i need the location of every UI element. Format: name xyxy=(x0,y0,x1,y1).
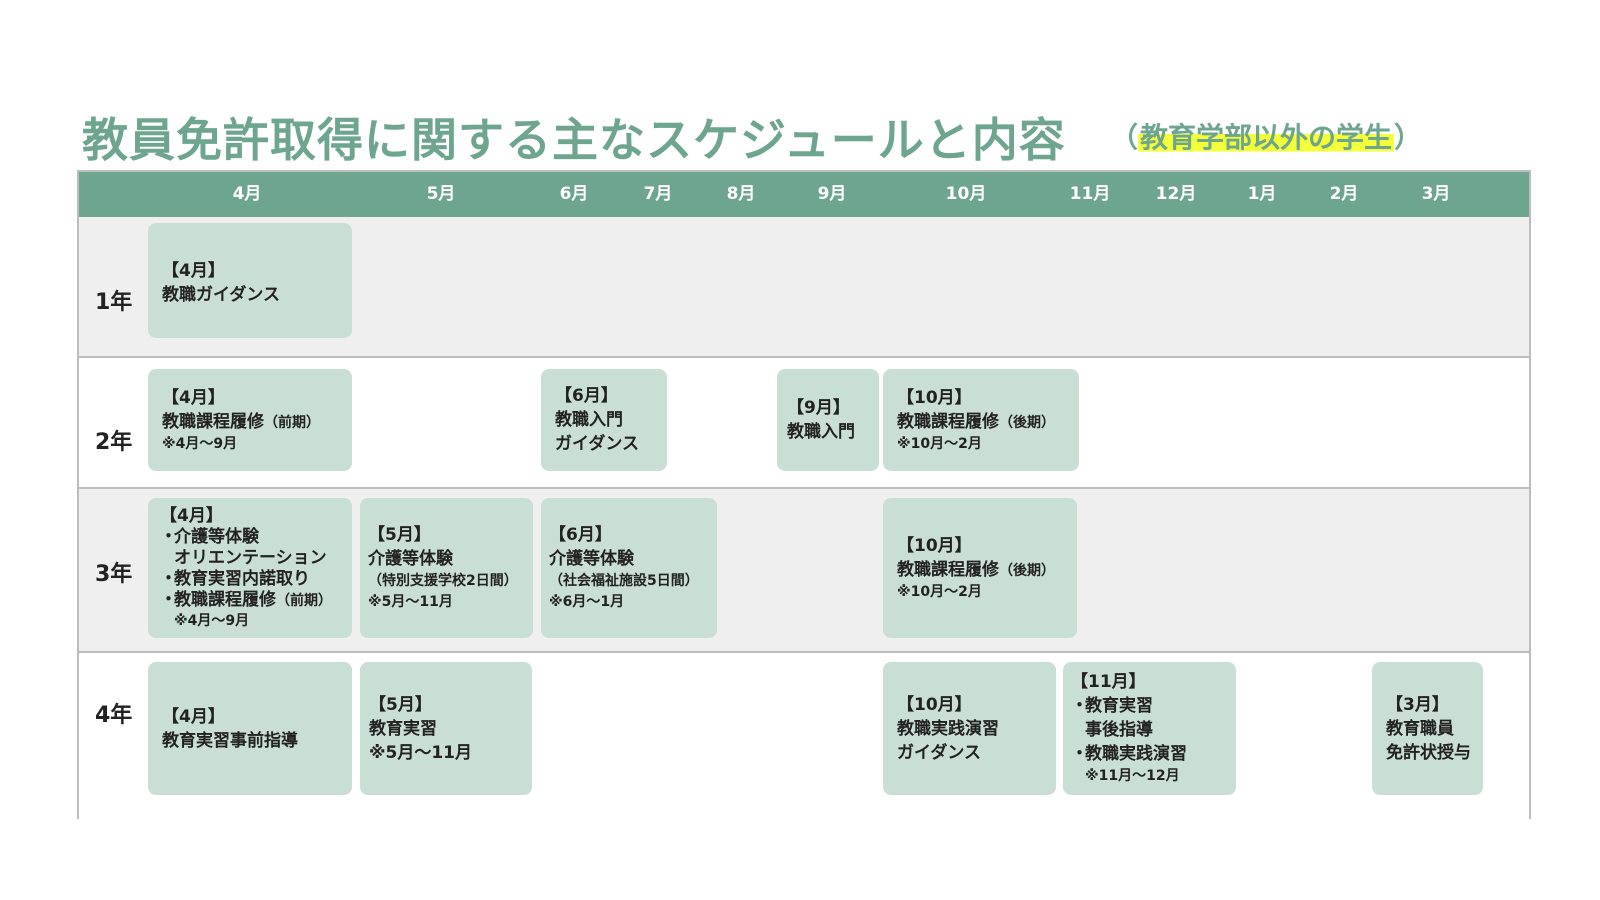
card-bullet-item: ・教職課程履修（前期） xyxy=(160,589,332,610)
month-sep: 9月 xyxy=(817,184,847,204)
card-y4-apr: 【4月】 教育実習事前指導 xyxy=(148,662,352,795)
card-y4-nov: 【11月】 ・教育実習 事後指導 ・教職実践演習 ※11月〜12月 xyxy=(1063,662,1236,795)
card-detail: （特別支援学校2日間） xyxy=(368,573,518,589)
card-title: 【5月】 xyxy=(369,694,432,715)
card-y1-apr: 【4月】 教職ガイダンス xyxy=(148,223,352,338)
card-y3-apr: 【4月】 ・介護等体験 オリエンテーション ・教育実習内諾取り ・教職課程履修（… xyxy=(148,498,352,638)
card-bullet-item: ・教育実習 xyxy=(1071,696,1153,716)
card-line: 教職入門 xyxy=(555,410,623,430)
card-line: 介護等体験 xyxy=(368,549,453,569)
card-note: ※4月〜9月 xyxy=(174,612,250,629)
row-year-4: 4年 【4月】 教育実習事前指導 【5月】 教育実習 ※5月〜11月 【10月】… xyxy=(79,653,1529,819)
card-y4-oct: 【10月】 教職実践演習 ガイダンス xyxy=(883,662,1056,795)
month-apr: 4月 xyxy=(232,184,262,204)
card-note: ※10月〜2月 xyxy=(897,435,982,452)
card-y3-oct: 【10月】 教職課程履修（後期） ※10月〜2月 xyxy=(883,498,1077,638)
row-year-1: 1年 【4月】 教職ガイダンス xyxy=(79,217,1529,358)
card-y3-may: 【5月】 介護等体験 （特別支援学校2日間） ※5月〜11月 xyxy=(360,498,533,638)
card-title: 【6月】 xyxy=(549,525,612,545)
month-jan: 1月 xyxy=(1247,184,1277,204)
card-line: 教職課程履修（前期） xyxy=(162,411,320,432)
card-y3-jun: 【6月】 介護等体験 （社会福祉施設5日間） ※6月〜1月 xyxy=(541,498,717,638)
card-title: 【4月】 xyxy=(162,387,225,408)
subtitle-open-paren: （ xyxy=(1110,121,1139,154)
card-note: ※10月〜2月 xyxy=(897,583,982,600)
card-line: 免許状授与 xyxy=(1386,742,1471,763)
card-title: 【6月】 xyxy=(555,386,618,406)
schedule-table: 4月 5月 6月 7月 8月 9月 10月 11月 12月 1月 2月 3月 1… xyxy=(77,170,1531,819)
card-title: 【10月】 xyxy=(897,694,972,715)
year-label: 4年 xyxy=(95,703,133,728)
card-y2-apr: 【4月】 教職課程履修（前期） ※4月〜9月 xyxy=(148,369,352,471)
card-y4-may: 【5月】 教育実習 ※5月〜11月 xyxy=(360,662,532,795)
card-line: 教育実習事前指導 xyxy=(162,730,298,751)
card-y2-sep: 【9月】 教職入門 xyxy=(777,369,879,471)
card-note: ※4月〜9月 xyxy=(162,435,238,452)
card-title: 【4月】 xyxy=(162,261,225,281)
page-title: 教員免許取得に関する主なスケジュールと内容 xyxy=(82,113,1066,167)
year-label: 1年 xyxy=(95,290,133,315)
month-nov: 11月 xyxy=(1069,184,1111,204)
month-oct: 10月 xyxy=(945,184,987,204)
card-title: 【9月】 xyxy=(787,398,850,418)
card-bullet-item: ・教育実習内諾取り xyxy=(160,568,310,589)
card-note: ※11月〜12月 xyxy=(1085,768,1180,784)
year-label: 2年 xyxy=(95,430,133,455)
card-line: ※5月〜11月 xyxy=(369,742,473,763)
page-subtitle: （教育学部以外の学生） xyxy=(1110,116,1422,156)
card-line: 教育職員 xyxy=(1386,718,1454,739)
card-note: ※6月〜1月 xyxy=(549,594,625,610)
card-line: 教職ガイダンス xyxy=(162,285,280,305)
card-y2-oct: 【10月】 教職課程履修（後期） ※10月〜2月 xyxy=(883,369,1079,471)
card-line: ガイダンス xyxy=(897,742,981,763)
month-jun: 6月 xyxy=(559,184,589,204)
card-bullet-item: ・教職実践演習 xyxy=(1071,744,1187,764)
subtitle-close-paren: ） xyxy=(1394,121,1423,154)
card-line: 教職入門 xyxy=(787,422,855,442)
card-title: 【10月】 xyxy=(897,387,972,408)
month-aug: 8月 xyxy=(726,184,756,204)
card-detail: （社会福祉施設5日間） xyxy=(549,573,699,589)
card-line: 教職課程履修（後期） xyxy=(897,559,1055,580)
card-title: 【4月】 xyxy=(162,706,225,727)
month-header: 4月 5月 6月 7月 8月 9月 10月 11月 12月 1月 2月 3月 xyxy=(79,172,1529,217)
card-note: ※5月〜11月 xyxy=(368,594,453,610)
row-year-2: 2年 【4月】 教職課程履修（前期） ※4月〜9月 【6月】 教職入門 ガイダン… xyxy=(79,358,1529,489)
card-title: 【4月】 xyxy=(160,505,223,526)
card-y4-mar: 【3月】 教育職員 免許状授与 xyxy=(1372,662,1483,795)
card-title: 【5月】 xyxy=(368,525,431,545)
card-line: 教職課程履修（後期） xyxy=(897,411,1055,432)
card-line: ガイダンス xyxy=(555,434,639,454)
subtitle-highlight: 教育学部以外の学生 xyxy=(1138,121,1395,154)
month-feb: 2月 xyxy=(1329,184,1359,204)
card-title: 【11月】 xyxy=(1071,672,1146,692)
card-title: 【3月】 xyxy=(1386,694,1449,715)
row-year-3: 3年 【4月】 ・介護等体験 オリエンテーション ・教育実習内諾取り ・教職課程… xyxy=(79,489,1529,653)
card-bullet-item: ・介護等体験 xyxy=(160,526,259,547)
card-line: 介護等体験 xyxy=(549,549,634,569)
month-mar: 3月 xyxy=(1421,184,1451,204)
card-line: 教育実習 xyxy=(369,718,437,739)
year-label: 3年 xyxy=(95,562,133,587)
card-line: 教職実践演習 xyxy=(897,718,999,739)
month-jul: 7月 xyxy=(643,184,673,204)
card-bullet-continuation: 事後指導 xyxy=(1085,720,1153,740)
card-title: 【10月】 xyxy=(897,535,972,556)
month-may: 5月 xyxy=(426,184,456,204)
month-dec: 12月 xyxy=(1155,184,1197,204)
card-bullet-continuation: オリエンテーション xyxy=(174,547,327,568)
card-y2-jun: 【6月】 教職入門 ガイダンス xyxy=(541,369,667,471)
